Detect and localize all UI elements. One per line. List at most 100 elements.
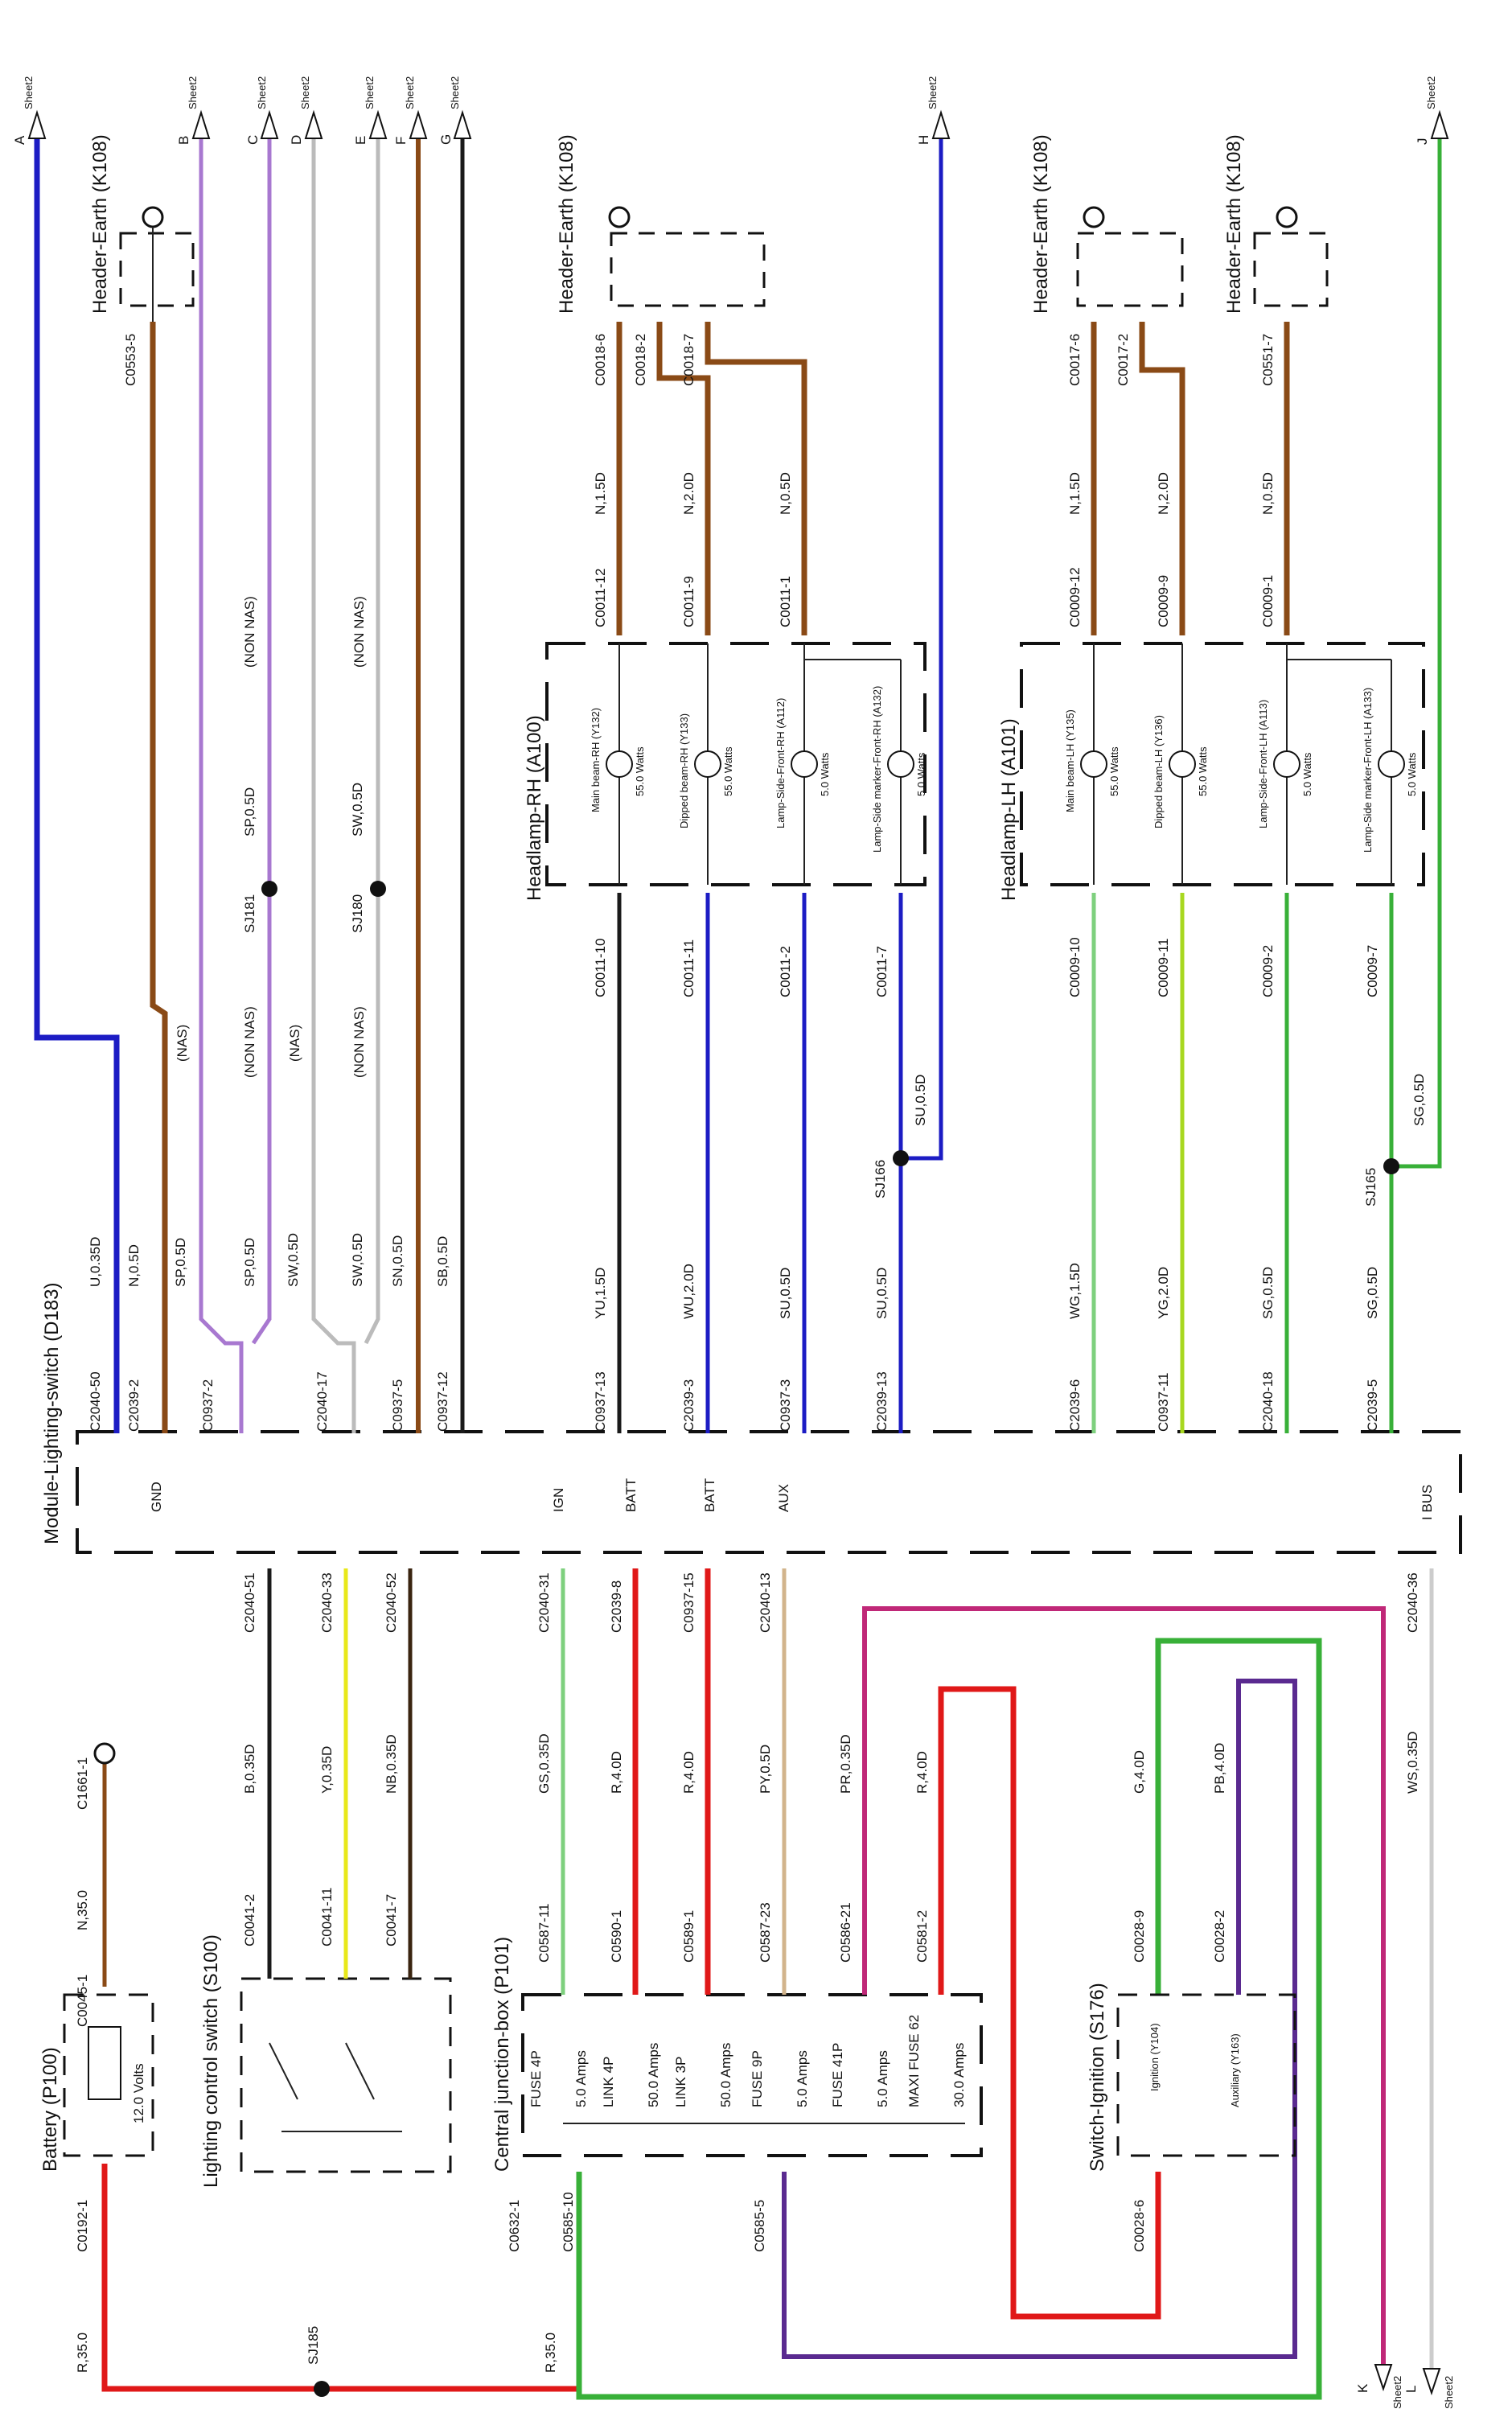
headlamp-lh-title: Headlamp-LH (A101)	[998, 718, 1020, 901]
lc-conn-0: C0041-2	[242, 1894, 257, 1946]
rh-lamp-name-3: Lamp-Side marker-Front-RH (A132)	[871, 686, 883, 853]
header-earth-title-lh: Header-Earth (K108)	[1030, 134, 1052, 314]
cjb-in-code: R,35.0	[543, 2333, 558, 2373]
rh-hdr-2: C0018-7	[681, 334, 696, 386]
lh-lamp-conn-2: C0009-2	[1260, 945, 1276, 997]
note-c2: (NON NAS)	[242, 596, 257, 668]
lighting-switch-module-title: Module-Lighting-switch (D183)	[41, 1283, 63, 1544]
wire-green-ign	[576, 1638, 1322, 2400]
sheet-e: Sheet2	[364, 76, 376, 109]
cjb-in-1: C0585-10	[561, 2192, 576, 2252]
battery: Battery (P100) 12.0 Volts C1661-1 N,35.0…	[39, 1742, 582, 2397]
ign-code-1: PB,4.0D	[1212, 1743, 1227, 1794]
fuse-name-0: FUSE 4P	[528, 2050, 544, 2107]
lh-earth-conn-1: C0009-9	[1156, 575, 1171, 627]
sheet-d: Sheet2	[299, 76, 311, 109]
central-junction-box: Central junction-box (P101) C0632-1 C058…	[491, 1937, 983, 2252]
gnd-conn: C2039-2	[126, 1379, 142, 1432]
fuse-code-4: PR,0.35D	[838, 1734, 853, 1794]
fuse-out-2: C0589-1	[681, 1910, 696, 1963]
rh-lamp-watts-2: 5.0 Watts	[819, 752, 831, 796]
ign-code-0: G,4.0D	[1132, 1750, 1147, 1794]
fuse-rating-4: 5.0 Amps	[875, 2050, 890, 2107]
rh-wire-code-1: WU,2.0D	[681, 1264, 696, 1319]
rh-earth-conn-1: C0011-9	[681, 576, 696, 627]
headlamp-rh-title: Headlamp-RH (A100)	[524, 715, 545, 901]
fuse-out-5: C0581-2	[914, 1910, 930, 1963]
header-earth-title-1: Header-Earth (K108)	[89, 134, 111, 314]
lh-wire-code-3: SG,0.5D	[1365, 1267, 1380, 1319]
ign-conn-0: C0028-9	[1132, 1910, 1147, 1963]
sheet-k: Sheet2	[1391, 2376, 1403, 2409]
gnd-earth-conn: C0553-5	[123, 334, 138, 386]
lh-lamp-watts-2: 5.0 Watts	[1301, 752, 1313, 796]
sw-mid: SW,0.5D	[350, 783, 365, 836]
label-sj180: SJ180	[350, 894, 365, 933]
lh-wire-code-1: YG,2.0D	[1156, 1267, 1171, 1319]
lh-wire-conn-2: C2040-18	[1260, 1371, 1276, 1432]
h-code: SU,0.5D	[913, 1075, 928, 1126]
lh-earth-conn-2: C0009-1	[1260, 575, 1276, 627]
pin-batt-1: BATT	[623, 1478, 639, 1512]
lh-hdr-2: C0551-7	[1260, 334, 1276, 386]
wire-pr	[862, 1606, 1386, 2373]
lighting-control-title: Lighting control switch (S100)	[200, 1934, 222, 2188]
splice-sj181	[261, 881, 277, 897]
header-earth-title-lh2: Header-Earth (K108)	[1223, 134, 1245, 314]
battery-neg-conn: C0045-1	[75, 1975, 90, 2027]
splice-sj165	[1383, 1158, 1399, 1174]
pin-ign: IGN	[551, 1488, 566, 1512]
fuse-code-1: R,4.0D	[609, 1751, 624, 1794]
splice-sj166	[893, 1150, 909, 1166]
fuse-out-3: C0587-23	[758, 1902, 773, 1963]
top-wire-e: E Sheet2 SW,0.5D (NON NAS) (NON NAS) SJ1…	[350, 76, 388, 1345]
rh-hdr-1: C0018-2	[633, 334, 648, 386]
code-a: U,0.35D	[88, 1237, 103, 1287]
code-e: SW,0.5D	[350, 1233, 365, 1287]
fuse-mod-0: C2040-31	[536, 1572, 552, 1633]
rh-wire-conn-2: C0937-3	[778, 1379, 793, 1432]
lh-wire-code-2: SG,0.5D	[1260, 1267, 1276, 1319]
letter-f: F	[393, 137, 409, 145]
note-d: (NAS)	[287, 1025, 302, 1062]
rh-earth-code-1: N,2.0D	[681, 472, 696, 515]
cjb-fuse-labels: C2040-31 C2039-8 C0937-15 C2040-13 GS,0.…	[528, 1572, 967, 2107]
note-e: (NON NAS)	[351, 1006, 367, 1078]
fuse-code-5: R,4.0D	[914, 1751, 930, 1794]
lc-code-0: B,0.35D	[242, 1745, 257, 1794]
fuse-mod-1: C2039-8	[609, 1581, 624, 1633]
lc-conn-1: C0041-11	[319, 1888, 335, 1946]
battery-volts: 12.0 Volts	[131, 2063, 146, 2123]
sheet-g: Sheet2	[449, 76, 461, 109]
letter-h: H	[916, 135, 931, 145]
note-c: (NON NAS)	[242, 1006, 257, 1078]
fuse-name-4: FUSE 41P	[830, 2043, 845, 2107]
top-wire-b: B Sheet2 SP,0.5D C0937-2 (NAS)	[173, 76, 244, 1433]
letter-l: L	[1403, 2386, 1419, 2393]
rh-wire-code-0: YU,1.5D	[593, 1268, 608, 1319]
headlamp-lh: Headlamp-LH (A101) Header-Earth (K108) H…	[998, 76, 1449, 1433]
sp-mid: SP,0.5D	[242, 787, 257, 836]
rh-lamp-name-0: Main beam-RH (Y132)	[590, 708, 602, 812]
code-c: SP,0.5D	[242, 1238, 257, 1287]
note-e2: (NON NAS)	[351, 596, 367, 668]
ignition-switch: Switch-Ignition (S176) Ignition (Y104) A…	[1087, 1743, 1296, 2252]
rh-lamp-conn-2: C0011-2	[778, 946, 793, 997]
fuse-name-5: MAXI FUSE 62	[906, 2015, 922, 2107]
letter-b: B	[176, 136, 191, 145]
rh-earth-code-2: N,0.5D	[778, 472, 793, 515]
lc-mod-1: C2040-33	[319, 1572, 335, 1633]
top-wire-d: D Sheet2 SW,0.5D C2040-17 (NAS)	[286, 76, 356, 1433]
fuse-rating-0: 5.0 Amps	[573, 2050, 589, 2107]
conn-d: C2040-17	[314, 1371, 330, 1432]
battery-title: Battery (P100)	[39, 2047, 61, 2172]
fuse-out-1: C0590-1	[609, 1910, 624, 1963]
top-wire-g: G Sheet2 SB,0.5D C0937-12	[435, 76, 472, 1433]
fuse-rating-3: 5.0 Amps	[795, 2050, 810, 2107]
letter-k: K	[1355, 2383, 1370, 2393]
fuse-code-2: R,4.0D	[681, 1751, 696, 1794]
fuse-out-4: C0586-21	[838, 1902, 853, 1963]
lh-earth-conn-0: C0009-12	[1067, 567, 1083, 627]
lh-wire-conn-1: C0937-11	[1156, 1373, 1171, 1432]
